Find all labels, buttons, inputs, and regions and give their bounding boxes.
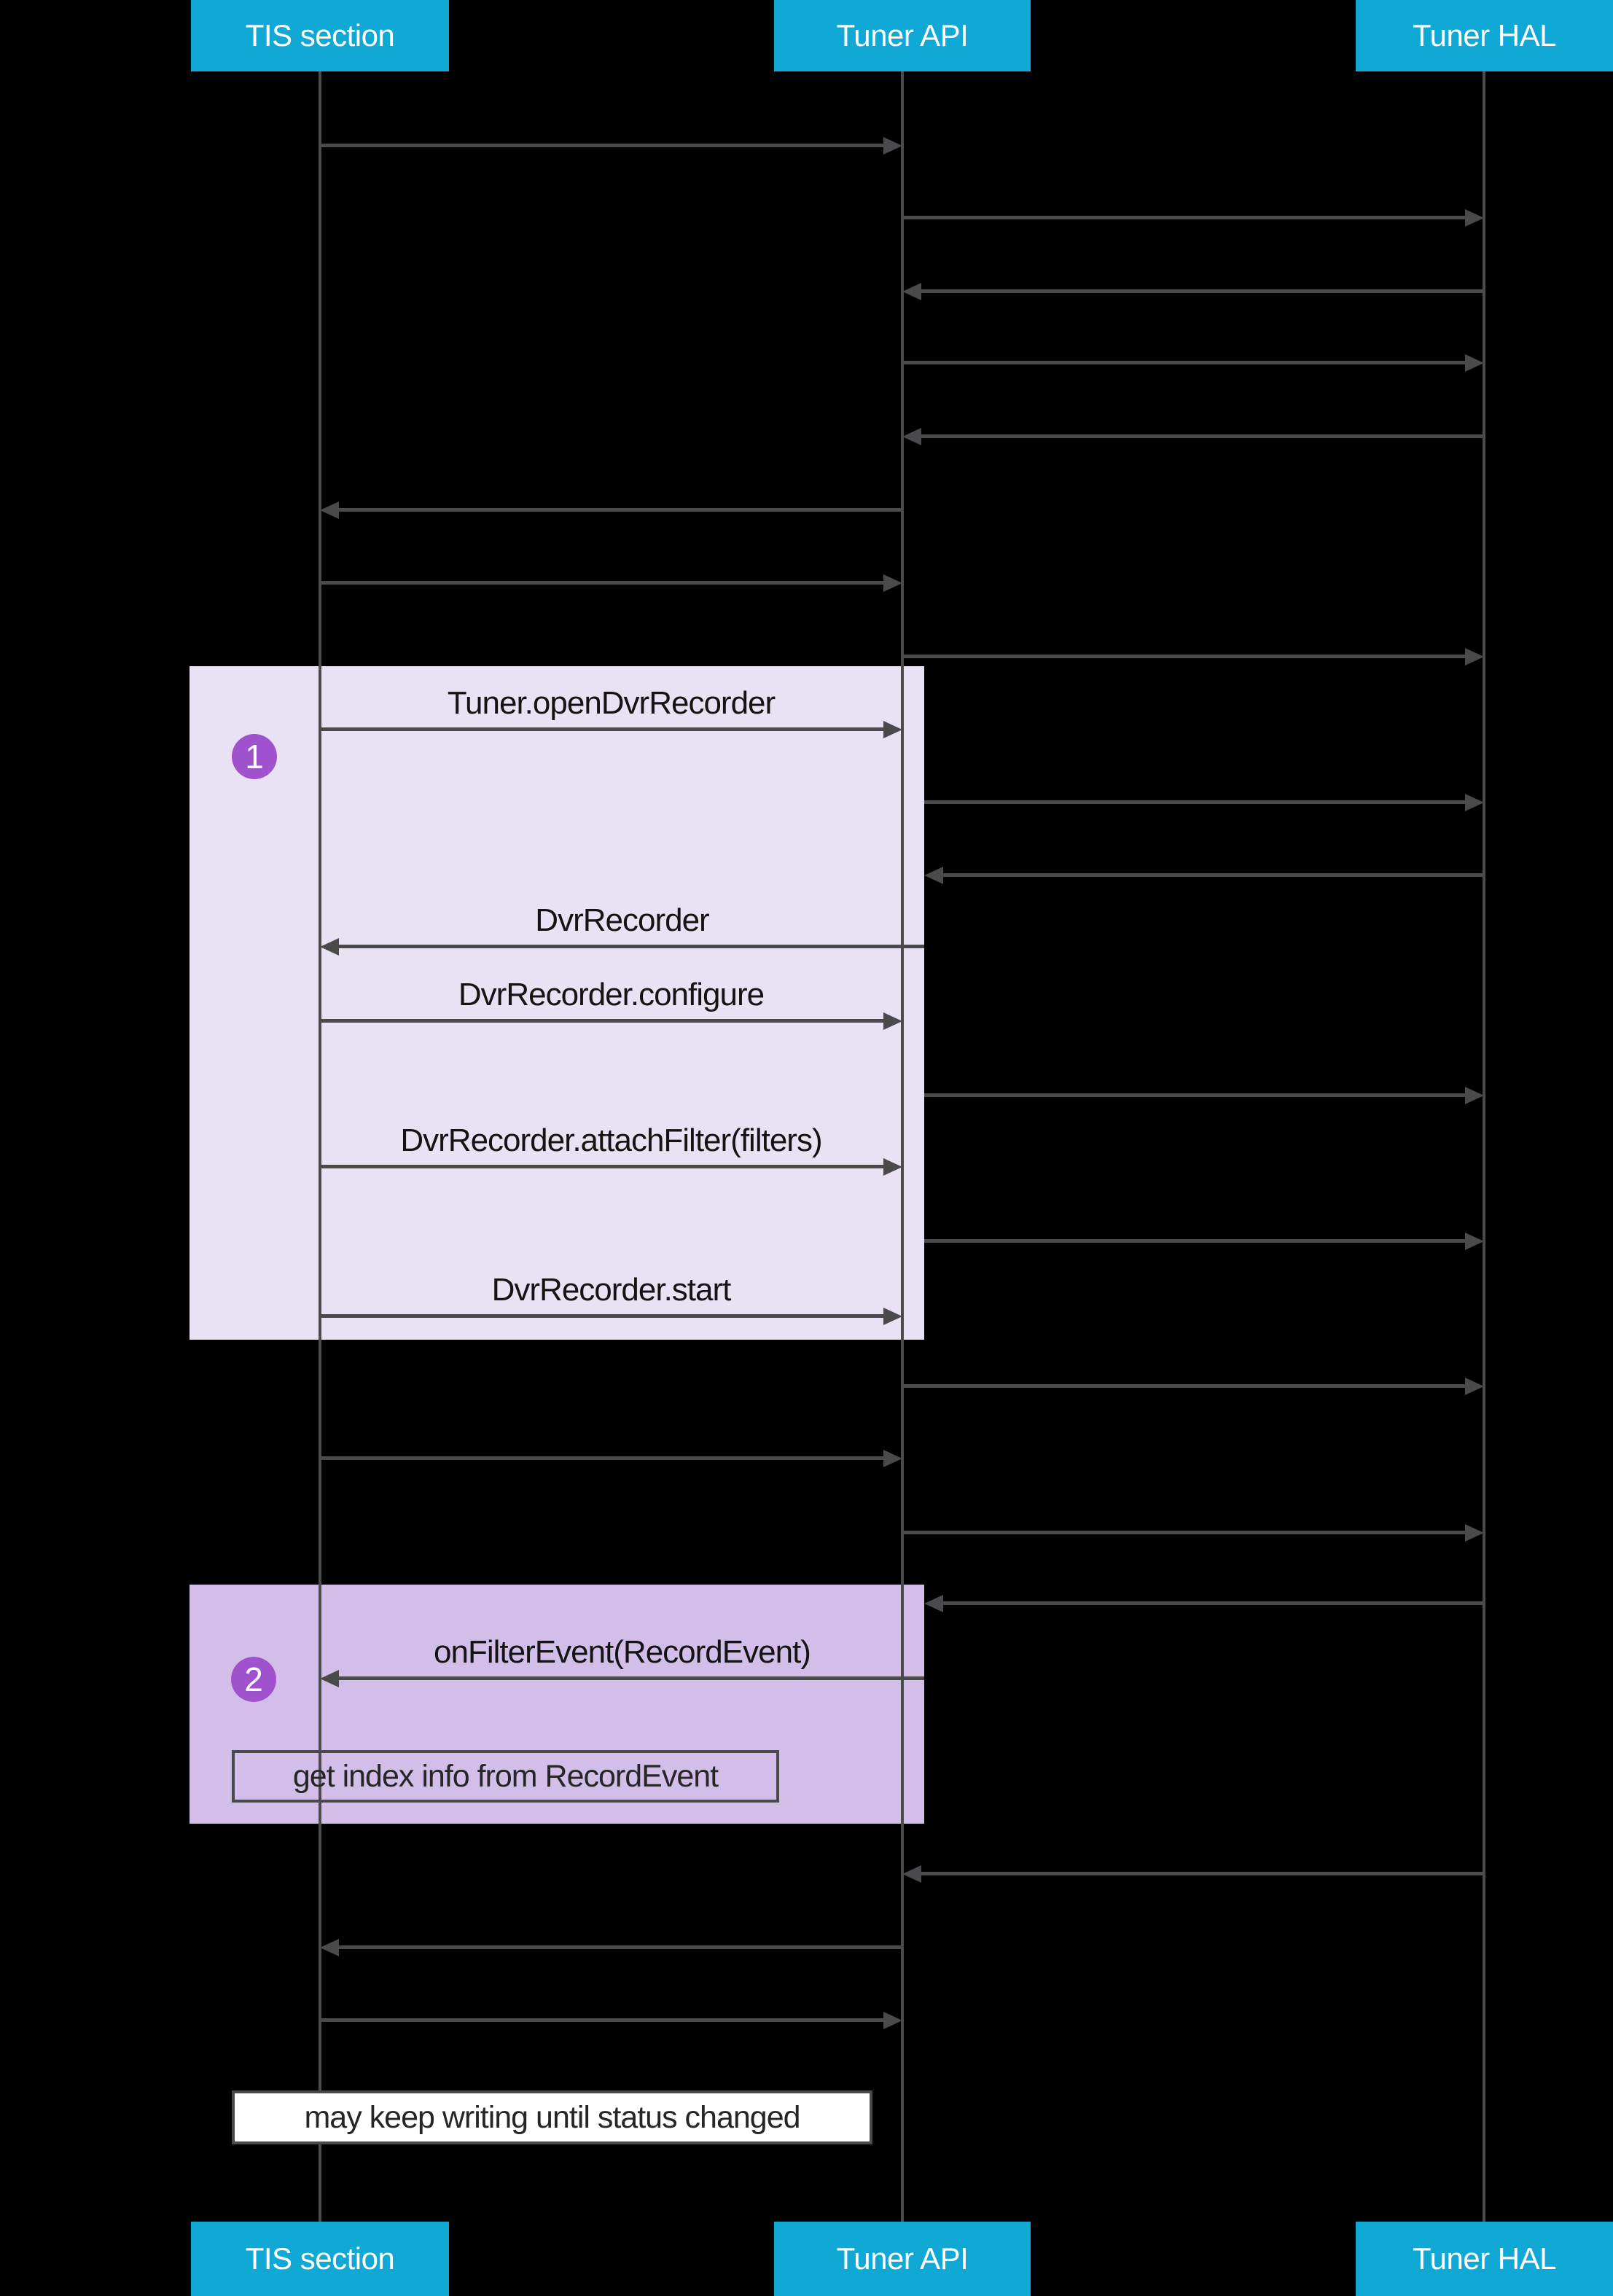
message-arrowhead (883, 137, 902, 155)
message-arrowhead (883, 1450, 902, 1467)
message-arrowhead (883, 574, 902, 592)
message-arrow-line (320, 1019, 885, 1023)
message-arrow-line (902, 1384, 1466, 1388)
step-2-highlight (190, 1585, 924, 1824)
note-get-index-info: get index info from RecordEvent (232, 1750, 779, 1803)
message-arrowhead (1465, 209, 1484, 227)
actor-tuner-hal-bottom: Tuner HAL (1356, 2222, 1613, 2296)
actor-tuner-hal-top: Tuner HAL (1356, 0, 1613, 71)
message-arrowhead (1465, 794, 1484, 811)
message-arrow-line (920, 434, 1484, 438)
message-arrow-line (902, 655, 1466, 658)
message-arrow-line (902, 216, 1466, 219)
message-arrowhead (924, 867, 943, 884)
lifeline-tis (319, 71, 321, 2222)
message-arrow-line (942, 873, 1484, 877)
message-arrowhead (320, 1670, 339, 1687)
actor-tis-bottom: TIS section (191, 2222, 449, 2296)
lifeline-api (901, 71, 904, 2222)
message-label: onFilterEvent(RecordEvent) (434, 1634, 811, 1670)
message-arrowhead (902, 428, 921, 445)
step-1-highlight (190, 666, 924, 1340)
message-arrow-line (320, 581, 885, 585)
message-label: DvrRecorder.configure (458, 977, 765, 1012)
note-may-keep-writing: may keep writing until status changed (232, 2090, 872, 2144)
message-arrowhead (883, 2012, 902, 2029)
message-arrow-line (320, 727, 885, 731)
actor-tuner-api-label: Tuner API (836, 2241, 969, 2276)
message-arrowhead (1465, 1087, 1484, 1104)
message-arrowhead (1465, 1378, 1484, 1395)
message-arrow-line (320, 1165, 885, 1168)
step-2-badge: 2 (231, 1657, 276, 1702)
lifeline-hal (1483, 71, 1485, 2222)
message-arrow-line (320, 144, 885, 147)
message-arrowhead (924, 1595, 943, 1612)
message-arrow-line (320, 1456, 885, 1460)
message-arrowhead (883, 721, 902, 738)
actor-tuner-api-top: Tuner API (774, 0, 1031, 71)
message-label: Tuner.openDvrRecorder (447, 685, 776, 721)
message-arrow-line (924, 800, 1466, 804)
message-label: DvrRecorder.attachFilter(filters) (400, 1122, 822, 1158)
message-arrow-line (924, 1093, 1466, 1097)
message-arrow-line (320, 2018, 885, 2022)
message-arrow-line (337, 508, 902, 512)
message-arrowhead (320, 1939, 339, 1956)
message-arrowhead (1465, 1524, 1484, 1542)
step-1-badge: 1 (232, 734, 277, 779)
message-label: DvrRecorder (535, 902, 709, 938)
message-arrowhead (1465, 1233, 1484, 1250)
actor-tuner-hal-label: Tuner HAL (1412, 2241, 1557, 2276)
message-arrow-line (920, 1872, 1484, 1875)
actor-tuner-hal-label: Tuner HAL (1412, 18, 1557, 52)
message-arrow-line (924, 1239, 1466, 1243)
message-arrowhead (902, 283, 921, 300)
message-arrowhead (320, 938, 339, 956)
message-arrowhead (883, 1158, 902, 1176)
message-arrowhead (320, 501, 339, 519)
message-arrowhead (902, 1865, 921, 1883)
actor-tuner-api-label: Tuner API (836, 18, 969, 52)
actor-tis-top: TIS section (191, 0, 449, 71)
message-label: DvrRecorder.start (491, 1272, 732, 1308)
actor-tuner-api-bottom: Tuner API (774, 2222, 1031, 2296)
message-arrowhead (1465, 354, 1484, 372)
actor-tis-label: TIS section (245, 2241, 395, 2276)
message-arrowhead (883, 1012, 902, 1030)
message-arrow-line (902, 361, 1466, 364)
actor-tis-label: TIS section (245, 18, 395, 52)
message-arrow-line (942, 1601, 1484, 1605)
message-arrow-line (320, 1314, 885, 1318)
message-arrow-line (902, 1531, 1466, 1534)
message-arrow-line (337, 945, 924, 948)
message-arrowhead (883, 1308, 902, 1325)
message-arrow-line (337, 1676, 924, 1680)
message-arrowhead (1465, 648, 1484, 665)
message-arrow-line (920, 289, 1484, 293)
message-arrow-line (337, 1945, 902, 1949)
